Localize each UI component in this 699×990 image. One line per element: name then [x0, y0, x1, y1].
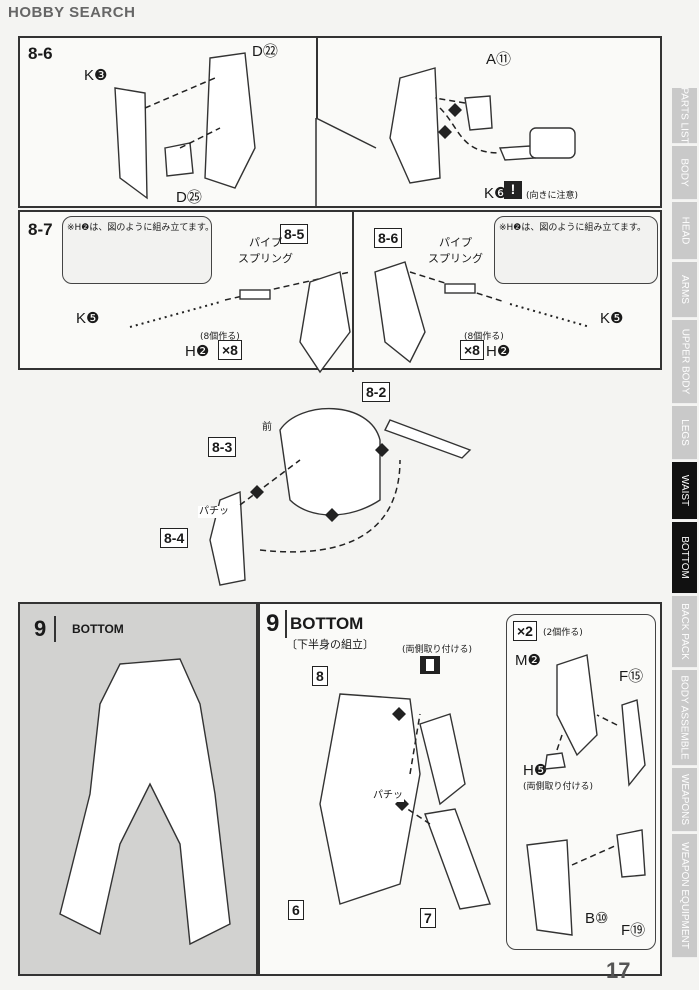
pipe-spring-label: パイプ スプリング	[238, 236, 293, 265]
tab-label: HEAD	[679, 216, 691, 245]
part-f15: F⑮	[619, 668, 644, 685]
part-h2: H❷	[486, 343, 511, 360]
tab-weapons[interactable]: WEAPONS	[672, 768, 697, 832]
sub-assembly-callout: ×2 (2個作る) M❷ F⑮ H❺ (両側取り付ける) B⑩ F⑲	[506, 614, 656, 950]
ref-6: 6	[288, 900, 304, 920]
tab-upper-body[interactable]: UPPER BODY	[672, 320, 697, 404]
tab-label: LEGS	[679, 419, 690, 446]
count-note: (8個作る)	[464, 332, 504, 342]
tab-label: BACK PACK	[679, 603, 690, 660]
part-k5: K❺	[76, 310, 100, 327]
lower-body-drawing	[59, 658, 231, 946]
assembly-note: ※H❷は、図のように組み立てます。	[67, 223, 215, 233]
part-a11: A⑪	[486, 51, 512, 68]
tab-label: WAIST	[679, 474, 691, 507]
tab-back-pack[interactable]: BACK PACK	[672, 596, 697, 668]
tab-legs[interactable]: LEGS	[672, 406, 697, 460]
tab-label: BOTTOM	[679, 536, 690, 579]
part-m2: M❷	[515, 652, 541, 669]
leg-attach-drawing	[319, 693, 491, 910]
hobby-search-watermark: HOBBY SEARCH	[8, 4, 136, 21]
divider	[316, 38, 318, 118]
part-d25: D㉕	[176, 189, 202, 206]
part-h5: H❺	[523, 762, 548, 779]
part-h2: H❷	[185, 343, 210, 360]
tab-label: ARMS	[679, 275, 690, 304]
part-f19: F⑲	[621, 922, 646, 939]
tab-arms[interactable]: ARMS	[672, 262, 697, 318]
count-x8: ×8	[460, 340, 484, 360]
front-label: 前	[262, 422, 272, 433]
exclamation-icon: !	[504, 181, 522, 199]
tab-label: PARTS LIST	[679, 87, 691, 144]
step-title: 8-6	[28, 44, 53, 63]
assembly-note: ※H❷は、図のように組み立てます。	[499, 223, 647, 233]
step-subtitle: 〔下半身の組立〕	[286, 638, 374, 651]
tab-label: BODY ASSEMBLE	[679, 675, 691, 760]
part-k6: K❻	[484, 185, 508, 202]
ref-7: 7	[420, 908, 436, 928]
warning-note: (向きに注意)	[526, 191, 579, 201]
snap-label: パチッ	[372, 790, 404, 802]
both-sides-note: (両側取り付ける)	[402, 645, 473, 655]
ref-8: 8	[312, 666, 328, 686]
step-title: BOTTOM	[290, 614, 364, 633]
note-callout-left: ※H❷は、図のように組み立てます。	[62, 216, 215, 284]
part-k5: K❺	[600, 310, 624, 327]
ref-8-6: 8-6	[374, 228, 403, 248]
part-k3: K❸	[84, 67, 108, 84]
count-note: (8個作る)	[200, 332, 240, 342]
step-9-overview-panel: 9 BOTTOM	[18, 602, 258, 976]
pipe-assembly-left	[129, 271, 351, 374]
step-title: BOTTOM	[72, 622, 124, 636]
ref-8-2: 8-2	[362, 382, 391, 402]
waist-armor-drawing	[389, 67, 576, 184]
part-d22: D㉒	[252, 43, 278, 60]
tab-weapon-equipment[interactable]: WEAPON EQUIPMENT	[672, 834, 697, 958]
count-note: (2個作る)	[543, 628, 583, 638]
pipe-assembly-right	[374, 261, 591, 364]
tab-body-assemble[interactable]: BODY ASSEMBLE	[672, 670, 697, 766]
tab-label: UPPER BODY	[679, 328, 691, 395]
both-sides-note: (両側取り付ける)	[523, 782, 594, 792]
ref-8-5: 8-5	[280, 224, 309, 244]
pipe-spring-label: パイプ スプリング	[428, 236, 483, 265]
tab-waist[interactable]: WAIST	[672, 462, 697, 520]
both-sides-icon	[420, 656, 440, 674]
tab-label: WEAPON EQUIPMENT	[679, 842, 690, 949]
divider	[352, 212, 354, 372]
tab-label: BODY	[679, 158, 690, 187]
divider-angle	[315, 117, 377, 208]
page-number: 17	[606, 958, 631, 983]
step-number: 9	[34, 616, 57, 642]
tab-parts-list[interactable]: PARTS LIST	[672, 87, 697, 144]
step-number: 9	[266, 610, 288, 638]
tab-body[interactable]: BODY	[672, 146, 697, 200]
tab-bottom[interactable]: BOTTOM	[672, 522, 697, 594]
waist-assembly-drawing	[209, 407, 472, 586]
snap-label: パチッ	[198, 506, 230, 518]
tab-head[interactable]: HEAD	[672, 202, 697, 260]
leg-part-drawing	[114, 52, 256, 200]
tab-label: WEAPONS	[679, 773, 690, 826]
ref-8-3: 8-3	[208, 437, 237, 457]
note-callout-right: ※H❷は、図のように組み立てます。	[494, 216, 658, 284]
knee-armor-drawing	[526, 654, 646, 936]
count-x2: ×2	[513, 621, 537, 641]
step-title: 8-7	[28, 220, 53, 239]
step-9-bottom-panel: 9 BOTTOM 〔下半身の組立〕 (両側取り付ける) 8 6 7 パチッ ×2…	[258, 602, 662, 976]
step-8-6-panel: 8-6 K❸ D㉒ D㉕ A⑪ K❻ ! (向きに注意)	[18, 36, 662, 208]
step-8-7-panel: 8-7 ※H❷は、図のように組み立てます。 8-5 パイプ スプリング K❺ (…	[18, 210, 662, 374]
count-x8: ×8	[218, 340, 242, 360]
part-b10: B⑩	[585, 910, 609, 927]
ref-8-4: 8-4	[160, 528, 189, 548]
